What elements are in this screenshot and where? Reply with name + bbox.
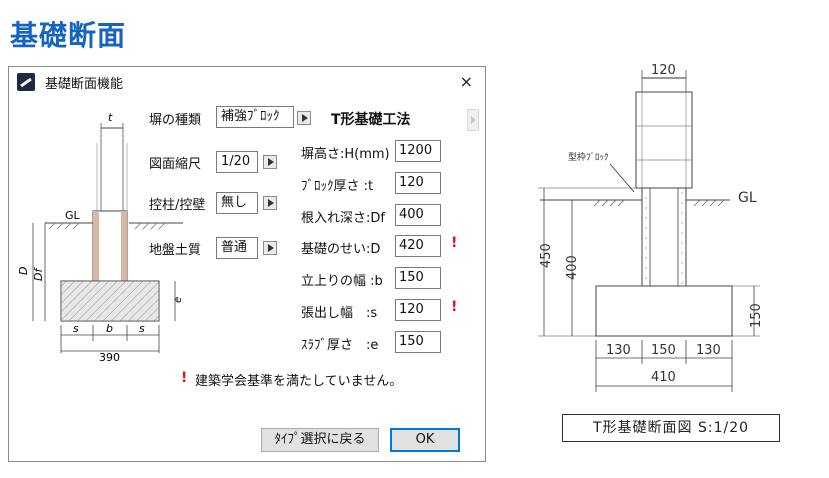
param-input-footing-depth[interactable]: 420 <box>395 235 441 257</box>
param-input-block-thickness[interactable]: 120 <box>395 172 441 194</box>
dialog-title: 基礎断面機能 <box>45 76 124 92</box>
dim-bottom-2: 150 <box>651 343 676 358</box>
type-select-button[interactable]: ﾀｲﾌﾟ選択に戻る <box>261 428 379 452</box>
warning-message: 建築学会基準を満たしていません。 <box>195 374 403 389</box>
foundation-dialog: 基礎断面機能 × t GL <box>8 66 486 462</box>
drawing-caption: T形基礎断面図 S:1/20 <box>562 414 780 442</box>
param-input-overhang[interactable]: 120 <box>395 299 441 321</box>
param-label-height: 塀高さ:H(mm) <box>301 147 390 162</box>
param-label-slab-thickness: ｽﾗﾌﾞ厚さ :e <box>301 338 379 353</box>
scale-arrow-icon[interactable] <box>263 155 277 169</box>
param-label-stem-width: 立上りの幅 :b <box>301 274 383 289</box>
pillar-arrow-icon[interactable] <box>263 196 277 210</box>
dim-d: D <box>17 267 30 275</box>
dim-s-left: s <box>73 322 79 335</box>
dim-df: Df <box>32 267 45 281</box>
dim-150-vertical: 150 <box>749 303 764 328</box>
dim-b: b <box>106 322 113 335</box>
dim-t: t <box>108 111 113 124</box>
scroll-right-icon[interactable] <box>467 109 479 131</box>
param-label-footing-depth: 基礎のせい:D <box>301 242 381 257</box>
page-title: 基礎断面 <box>10 19 127 52</box>
soil-label: 地盤土質 <box>149 243 202 258</box>
dialog-titlebar: 基礎断面機能 × <box>9 67 485 97</box>
dim-total-410: 410 <box>651 370 676 385</box>
dim-e: e <box>173 297 184 303</box>
wall-type-label: 塀の種類 <box>149 113 202 128</box>
param-label-embed-depth: 根入れ深さ:Df <box>301 211 385 226</box>
param-input-slab-thickness[interactable]: 150 <box>395 331 441 353</box>
scale-label: 図面縮尺 <box>149 157 202 172</box>
ok-button[interactable]: OK <box>390 428 460 452</box>
param-input-height[interactable]: 1200 <box>395 140 441 162</box>
dim-bottom-1: 130 <box>606 343 631 358</box>
param-input-stem-width[interactable]: 150 <box>395 267 441 289</box>
dim-400: 400 <box>565 255 580 280</box>
param-label-overhang: 張出し幅 :s <box>301 306 378 321</box>
param-input-embed-depth[interactable]: 400 <box>395 204 441 226</box>
param-label-block-thickness: ﾌﾞﾛｯｸ厚さ :t <box>301 179 374 194</box>
warning-icon: ! <box>451 235 458 251</box>
block-label: 型枠ﾌﾞﾛｯｸ <box>568 151 609 163</box>
pillar-label: 控柱/控壁 <box>149 198 206 213</box>
wall-type-select[interactable]: 補強ﾌﾞﾛｯｸ <box>216 106 294 128</box>
dim-450: 450 <box>539 243 554 268</box>
app-icon <box>17 73 35 91</box>
scale-select[interactable]: 1/20 <box>216 151 258 173</box>
method-title: T形基礎工法 <box>331 112 411 128</box>
pillar-select[interactable]: 無し <box>216 192 258 214</box>
wall-type-arrow-icon[interactable] <box>297 111 311 125</box>
dim-top-width: 120 <box>651 63 676 78</box>
dim-gl: GL <box>65 209 81 222</box>
foundation-section-drawing: 120 型枠ﾌﾞﾛｯｸ GL 450 400 150 130 150 130 4… <box>538 63 764 392</box>
close-icon[interactable]: × <box>459 72 473 91</box>
dim-total-width: 390 <box>99 351 120 363</box>
dim-s-right: s <box>139 322 145 335</box>
soil-arrow-icon[interactable] <box>263 241 277 255</box>
dim-bottom-3: 130 <box>696 343 721 358</box>
section-schematic: t GL D Df e s b s 39 <box>17 111 184 363</box>
ground-level-label: GL <box>738 190 757 206</box>
warning-icon: ! <box>181 370 188 386</box>
warning-icon: ! <box>451 299 458 315</box>
soil-select[interactable]: 普通 <box>216 237 258 259</box>
